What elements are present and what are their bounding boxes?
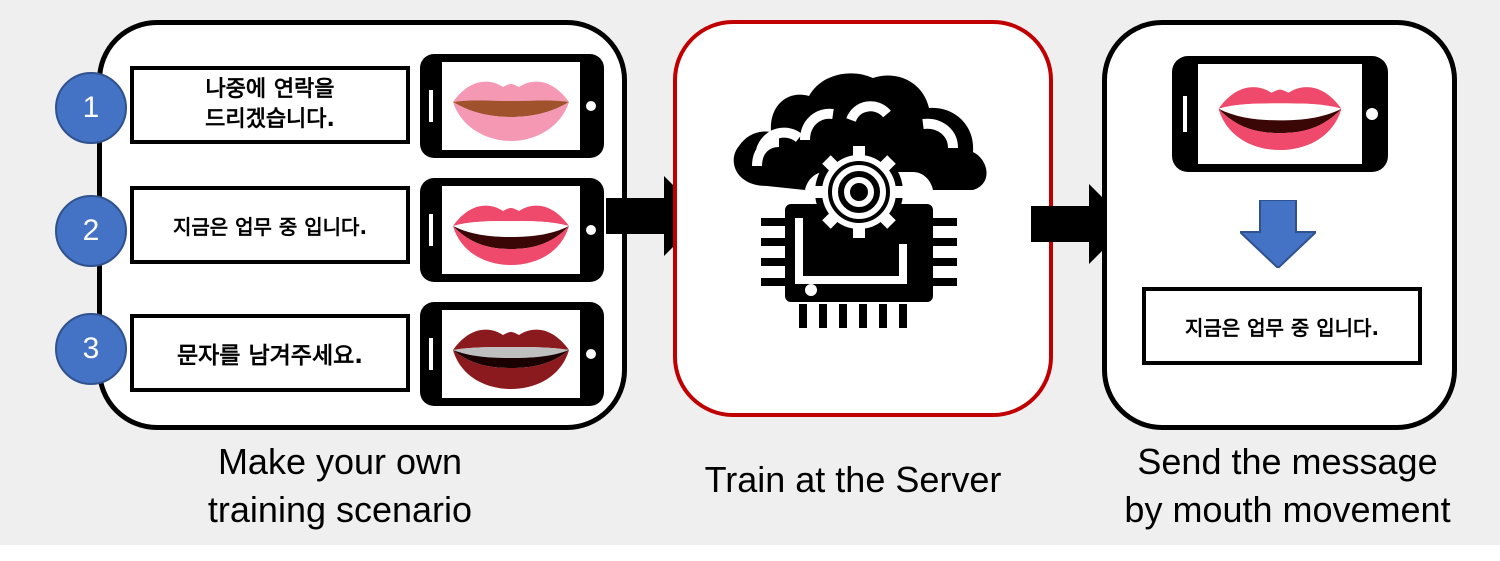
caption-send-message-line2: by mouth movement <box>1124 489 1451 530</box>
caption-make-scenario-line2: training scenario <box>207 489 473 530</box>
down-arrow-icon <box>1240 200 1316 268</box>
cloud-gear-chip-icon <box>733 73 987 328</box>
scenario-message-1-line2: 드리겠습니다. <box>205 107 335 132</box>
lips-icon <box>453 329 569 389</box>
smartphone-icon-3 <box>420 302 604 406</box>
caption-train-server: Train at the Server <box>704 459 1002 500</box>
caption-make-scenario: Make your own training scenario <box>140 438 540 534</box>
scenario-message-1-line1: 나중에 연락을 <box>205 77 335 102</box>
scenario-message-3: 문자를 남겨주세요. <box>130 314 410 392</box>
caption-send-message-line1: Send the message <box>1137 441 1438 482</box>
step-number-2: 2 <box>55 195 127 267</box>
smartphone-icon-2 <box>420 178 604 282</box>
lips-icon <box>453 81 569 141</box>
scenario-message-2: 지금은 업무 중 입니다. <box>130 186 410 264</box>
result-message: 지금은 업무 중 입니다. <box>1142 287 1422 365</box>
smartphone-icon-1 <box>420 54 604 158</box>
caption-make-scenario-line1: Make your own <box>217 441 463 482</box>
step-number-3: 3 <box>55 313 127 385</box>
smartphone-icon-result <box>1172 56 1388 172</box>
caption-send-message: Send the message by mouth movement <box>1090 438 1485 534</box>
scenario-message-1: 나중에 연락을 드리겠습니다. <box>130 66 410 144</box>
lips-icon <box>453 205 569 265</box>
step-number-1: 1 <box>55 72 127 144</box>
lips-icon <box>1218 87 1342 151</box>
